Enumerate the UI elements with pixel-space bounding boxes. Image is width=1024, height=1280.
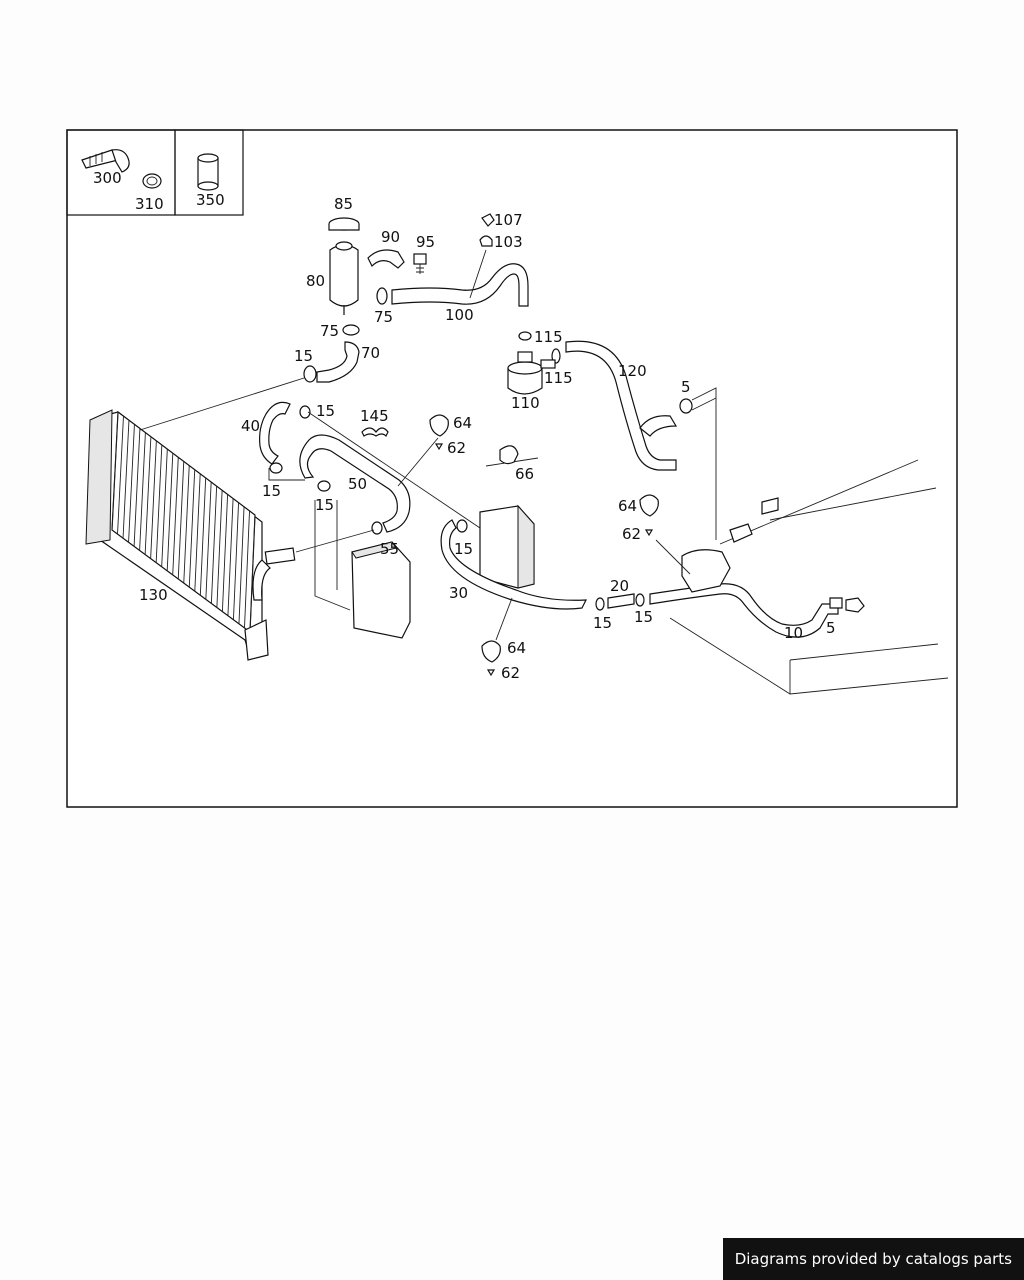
clamp-103-icon [479, 235, 493, 247]
connector-300-icon [81, 149, 130, 173]
label-75b: 75 [374, 308, 393, 326]
label-20: 20 [610, 577, 629, 595]
label-85: 85 [334, 195, 353, 213]
label-70: 70 [361, 344, 380, 362]
label-130: 130 [139, 586, 168, 604]
label-15a: 15 [294, 347, 313, 365]
footer-credit: Diagrams provided by catalogs parts [722, 1238, 1024, 1280]
label-5a: 5 [681, 378, 691, 396]
label-115a: 115 [534, 328, 563, 346]
heater-box-15 [479, 504, 535, 589]
label-55: 55 [380, 540, 399, 558]
clamp-15-icon [303, 365, 317, 383]
label-110: 110 [511, 394, 540, 412]
label-145: 145 [360, 407, 389, 425]
clamp-107-icon [481, 213, 495, 227]
clamp-75-icon [342, 324, 360, 336]
clamp-15b-icon [299, 405, 311, 419]
label-15c: 15 [262, 482, 281, 500]
label-120: 120 [618, 362, 647, 380]
label-15e: 15 [454, 540, 473, 558]
label-80: 80 [306, 272, 325, 290]
clamp-115-icon [518, 331, 532, 341]
label-310: 310 [135, 195, 164, 213]
label-64b: 64 [618, 497, 637, 515]
label-95: 95 [416, 233, 435, 251]
clamp-15c-icon [269, 462, 283, 474]
bracket-90-icon [367, 249, 405, 269]
label-10: 10 [784, 624, 803, 642]
label-15g: 15 [634, 608, 653, 626]
label-107: 107 [494, 211, 523, 229]
label-115b: 115 [544, 369, 573, 387]
bracket-145-icon [361, 427, 389, 438]
hose-70 [316, 341, 360, 383]
clip-64b-icon [639, 494, 659, 537]
hose-120 [565, 340, 677, 471]
label-103: 103 [494, 233, 523, 251]
clamp-75b-icon [376, 287, 388, 305]
heater-box-55 [351, 541, 411, 639]
strap-66-icon [485, 445, 539, 467]
hose-40 [259, 401, 291, 465]
clamp-310-icon [142, 173, 162, 189]
pipe-20 [607, 593, 635, 609]
hose-10 [649, 583, 839, 638]
label-15b: 15 [316, 402, 335, 420]
label-62a: 62 [447, 439, 466, 457]
hose-30 [440, 519, 587, 610]
connector-5-icon [829, 597, 865, 613]
label-75a: 75 [320, 322, 339, 340]
diagram-frame [66, 129, 958, 808]
label-350: 350 [196, 191, 225, 209]
bracket-mount-icon [729, 497, 779, 543]
clip-64c-icon [481, 640, 501, 677]
clamp-15f-icon [635, 593, 645, 607]
pump-110 [507, 351, 556, 395]
reservoir-80 [328, 217, 360, 315]
inset-box-350 [174, 129, 244, 216]
label-100: 100 [445, 306, 474, 324]
label-5b: 5 [826, 619, 836, 637]
label-15d: 15 [315, 496, 334, 514]
bolt-95-icon [413, 253, 427, 274]
sleeve-350-icon [197, 153, 219, 191]
label-300: 300 [93, 169, 122, 187]
hose-50 [299, 434, 411, 533]
label-90: 90 [381, 228, 400, 246]
clip-64-icon [429, 414, 449, 451]
clamp-15e-icon [595, 597, 605, 611]
clamp-55-icon [371, 521, 383, 535]
label-15f: 15 [593, 614, 612, 632]
label-62c: 62 [501, 664, 520, 682]
clamp-15d-icon [317, 480, 331, 492]
label-64c: 64 [507, 639, 526, 657]
label-62b: 62 [622, 525, 641, 543]
radiator-130 [85, 409, 296, 661]
label-30: 30 [449, 584, 468, 602]
label-50: 50 [348, 475, 367, 493]
clamp-5-icon [679, 398, 693, 414]
label-64a: 64 [453, 414, 472, 432]
label-40: 40 [241, 417, 260, 435]
label-66: 66 [515, 465, 534, 483]
